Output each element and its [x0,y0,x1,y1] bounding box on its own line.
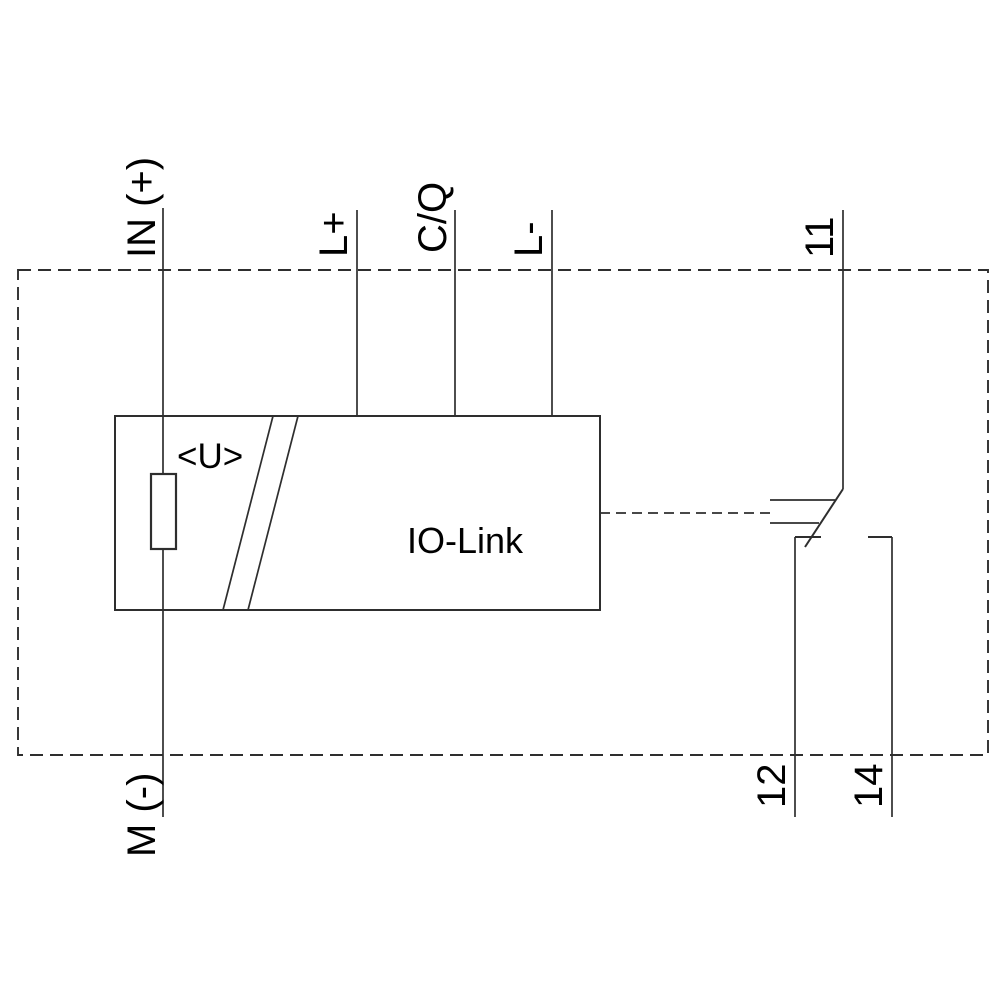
terminal-label-l-minus: L- [507,221,551,257]
contact-lever [804,488,844,548]
terminal-label-l-plus: L+ [312,211,356,257]
terminal-label-in-plus: IN (+) [120,157,164,258]
device-enclosure-dashed-border [17,269,989,756]
terminal-label-11: 11 [798,216,842,258]
device-name-label: IO-Link [407,520,524,561]
terminal-label-14: 14 [847,764,891,809]
voltage-sensor-symbol [149,472,178,551]
function-box-divider-line-2 [247,415,299,611]
terminal-label-12: 12 [750,764,794,809]
function-box-divider-line-1 [222,415,274,611]
voltage-sensor-label: <U> [177,437,243,476]
terminal-label-cq: C/Q [411,182,455,253]
terminal-label-m-minus: M (-) [120,773,164,857]
